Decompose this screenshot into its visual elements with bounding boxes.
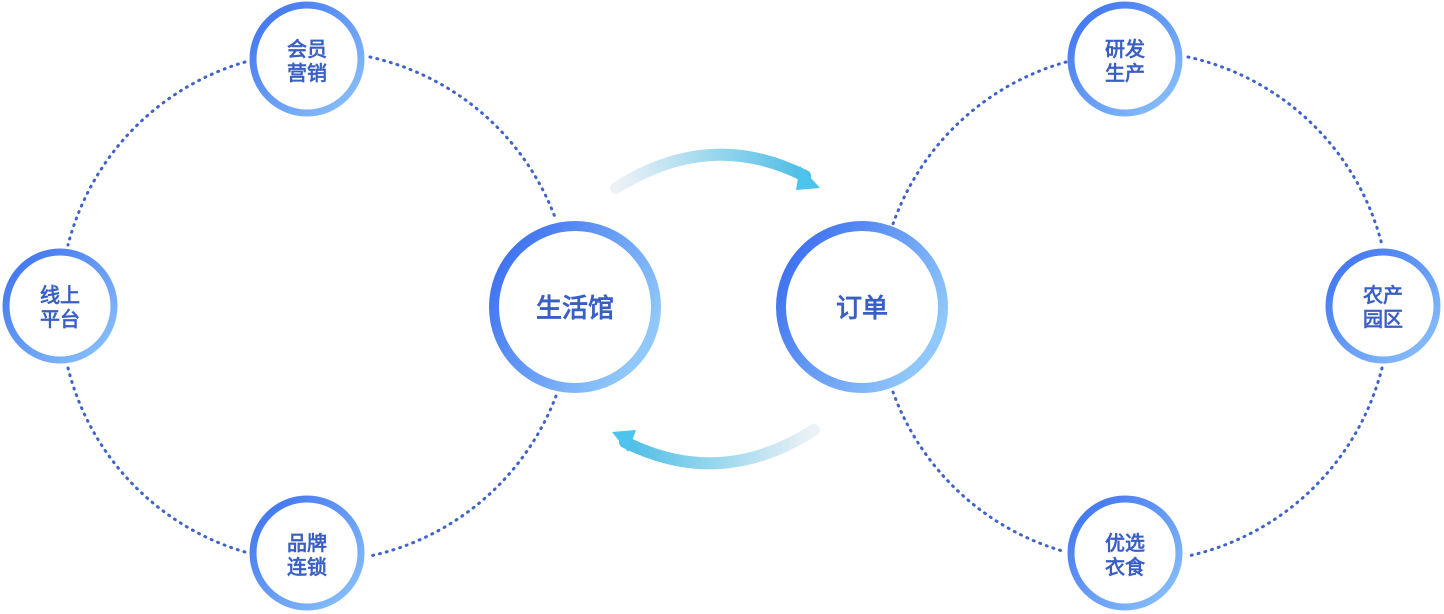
center-node-order[interactable]: 订单 bbox=[776, 221, 948, 393]
node-label-line2: 连锁 bbox=[287, 555, 327, 579]
node-label-line1: 优选 bbox=[1105, 531, 1145, 555]
node-label-line2: 生产 bbox=[1105, 61, 1145, 85]
satellite-node-brand-chain[interactable]: 品牌 连锁 bbox=[249, 495, 365, 611]
right-orbit bbox=[891, 55, 1384, 558]
flow-arrow-bottom bbox=[612, 424, 820, 470]
node-label-line1: 农产 bbox=[1362, 283, 1403, 307]
node-label-line2: 衣食 bbox=[1105, 555, 1146, 579]
center-node-label: 订单 bbox=[836, 294, 888, 324]
node-label-line2: 营销 bbox=[287, 61, 327, 85]
flow-arrow-top bbox=[610, 148, 820, 194]
left-orbit bbox=[66, 55, 558, 558]
node-label-line1: 线上 bbox=[40, 283, 80, 307]
node-label-line2: 园区 bbox=[1363, 307, 1403, 331]
satellite-node-member-marketing[interactable]: 会员 营销 bbox=[249, 1, 365, 117]
node-label-line1: 品牌 bbox=[287, 531, 327, 555]
satellite-node-agri-park[interactable]: 农产 园区 bbox=[1325, 248, 1441, 364]
center-node-label: 生活馆 bbox=[536, 293, 614, 324]
node-label-line1: 研发 bbox=[1105, 37, 1146, 61]
node-label-line2: 平台 bbox=[40, 307, 80, 331]
center-node-life-hall[interactable]: 生活馆 bbox=[489, 221, 661, 393]
satellite-node-online-platform[interactable]: 线上 平台 bbox=[2, 248, 118, 364]
node-label-line1: 会员 bbox=[287, 37, 327, 61]
satellite-node-rd-production[interactable]: 研发 生产 bbox=[1067, 1, 1183, 117]
satellite-node-select-clothing-food[interactable]: 优选 衣食 bbox=[1067, 495, 1183, 611]
